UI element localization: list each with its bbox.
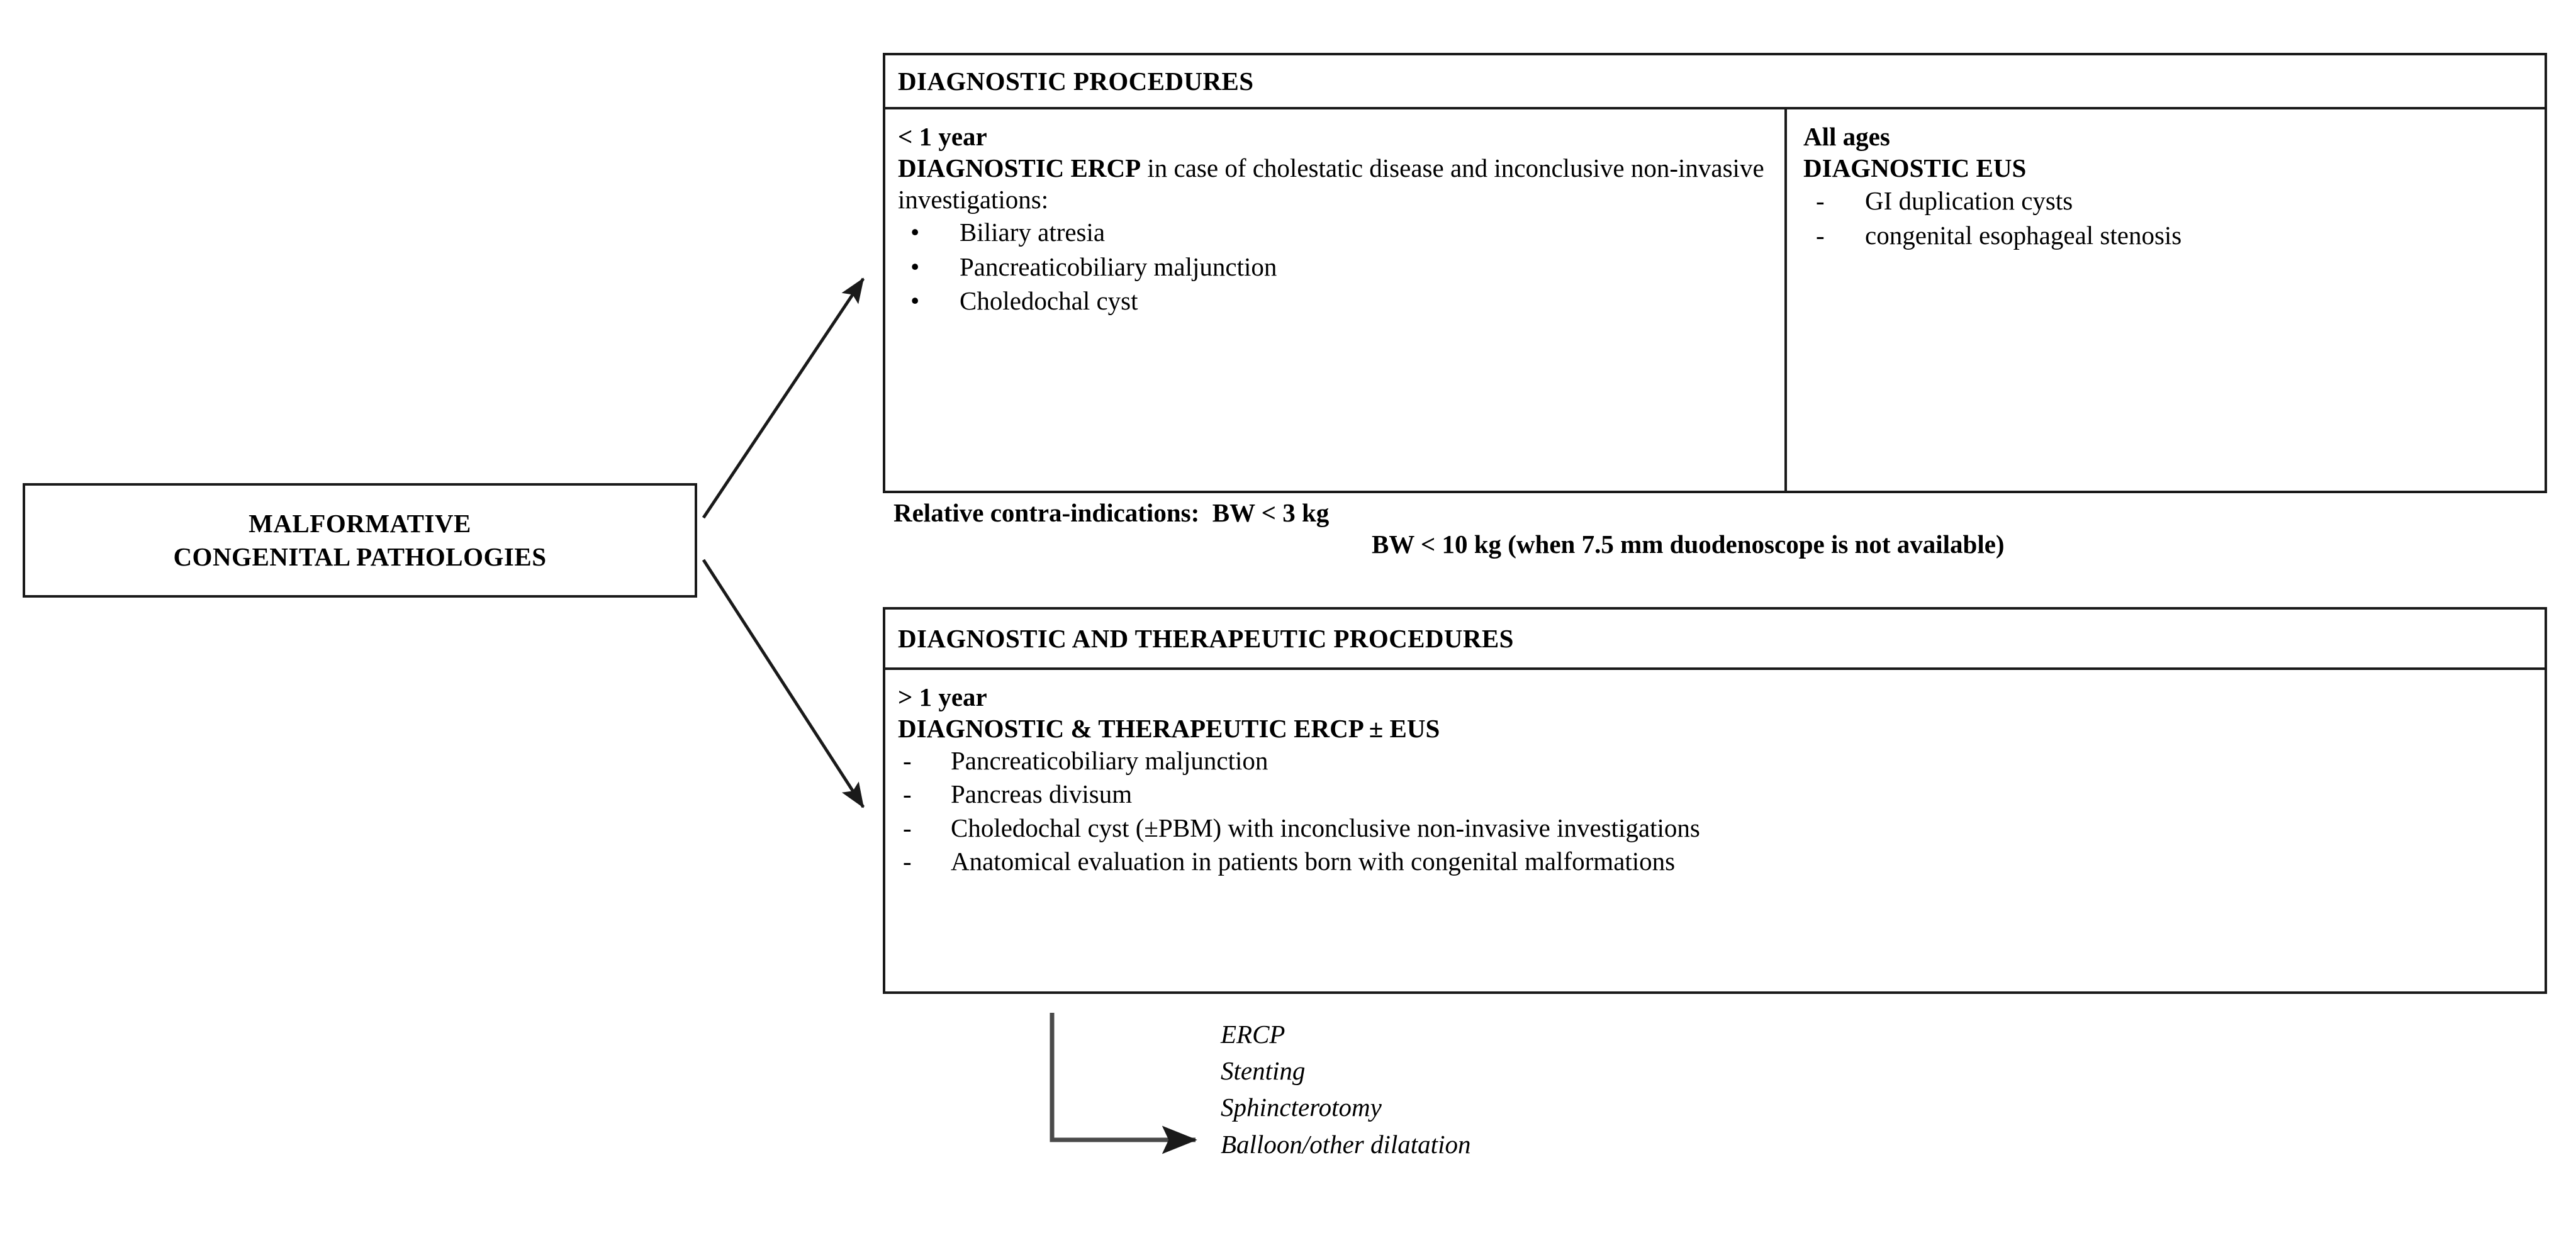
age-group-label-under-1-year: < 1 year [898,122,987,151]
diagnostic-eus-modality-label: DIAGNOSTIC EUS [1803,153,2027,183]
therapeutic-option-item: ERCP [1221,1020,1285,1049]
age-group-label-all-ages: All ages [1803,122,1890,151]
arrow-to-therapeutic-panel [702,559,865,808]
diagnostic-ercp-condition-text: in case of cholestatic disease and incon… [898,153,1764,215]
dash-icon: - [903,813,912,842]
list-item-label: Biliary atresia [960,218,1106,247]
contra-indications-line-2: BW < 10 kg (when 7.5 mm duodenoscope is … [893,528,2561,560]
list-item: - Pancreaticobiliary maljunction [898,744,2532,778]
dash-icon: - [1816,186,1825,216]
list-item: - Anatomical evaluation in patients born … [898,845,2532,878]
arrow-to-diagnostic-panel [702,277,865,519]
diagnostic-eus-indication-list: - GI duplication cysts - congenital esopha… [1803,184,2532,252]
list-item: • Choledochal cyst [898,284,1772,318]
diagnostic-ercp-statement: DIAGNOSTIC ERCP in case of cholestatic d… [898,152,1772,215]
panel-diagnostic-header: DIAGNOSTIC PROCEDURES [885,55,2545,109]
list-item-label: GI duplication cysts [1865,186,2073,216]
bullet-icon: • [910,286,920,316]
relative-contra-indications-block: Relative contra-indications: BW < 3 kg B… [893,497,2561,560]
panel-diagnostic-therapeutic-procedures: DIAGNOSTIC AND THERAPEUTIC PROCEDURES > … [883,607,2547,994]
list-item-label: Pancreaticobiliary maljunction [951,746,1268,776]
list-item: - congenital esophageal stenosis [1803,218,2532,253]
therapeutic-option-item: Stenting [1221,1056,1306,1086]
dash-icon: - [1816,220,1825,250]
panel-therapeutic-title: DIAGNOSTIC AND THERAPEUTIC PROCEDURES [898,624,1514,653]
therapeutic-option-item: Balloon/other dilatation [1221,1129,1471,1159]
panel-diagnostic-title: DIAGNOSTIC PROCEDURES [898,67,1254,96]
contra-indications-line-1: Relative contra-indications: BW < 3 kg [893,497,2561,528]
panel-therapeutic-body: > 1 year DIAGNOSTIC & THERAPEUTIC ERCP ±… [885,670,2545,991]
list-item-label: congenital esophageal stenosis [1865,220,2182,250]
list-item: - Choledochal cyst (±PBM) with inconclusi… [898,811,2532,845]
dash-icon: - [903,846,912,876]
list-item: - Pancreas divisum [898,778,2532,811]
contra-indications-value-2: BW < 10 kg (when 7.5 mm duodenoscope is … [1372,530,2005,559]
list-item-label: Choledochal cyst [960,286,1138,316]
source-node-line-2: CONGENITAL PATHOLOGIES [173,542,547,571]
dash-icon: - [903,779,912,809]
list-item: • Pancreaticobiliary maljunction [898,250,1772,284]
source-node-malformative-congenital-pathologies: MALFORMATIVE CONGENITAL PATHOLOGIES [23,483,697,598]
panel-therapeutic-header: DIAGNOSTIC AND THERAPEUTIC PROCEDURES [885,610,2545,670]
age-group-label-over-1-year: > 1 year [898,683,987,711]
contra-indications-spacer [1199,498,1212,527]
bullet-icon: • [910,218,920,247]
source-node-line-1: MALFORMATIVE [249,508,471,538]
list-item-label: Choledochal cyst (±PBM) with inconclusiv… [951,813,1700,842]
panel-diagnostic-column-all-ages: All ages DIAGNOSTIC EUS - GI duplication … [1787,109,2545,491]
therapeutic-options-list: ERCP Stenting Sphincterotomy Balloon/oth… [1221,1016,1470,1163]
list-item-label: Pancreaticobiliary maljunction [960,252,1277,281]
panel-diagnostic-body: < 1 year DIAGNOSTIC ERCP in case of chol… [885,109,2545,491]
contra-indications-value-1: BW < 3 kg [1212,498,1330,527]
bracket-to-therapeutic-options [1050,1013,1197,1154]
list-item-label: Pancreas divisum [951,779,1133,809]
diagnostic-therapeutic-ercp-eus-modality-label: DIAGNOSTIC & THERAPEUTIC ERCP ± EUS [898,714,1440,744]
diagnostic-ercp-modality-label: DIAGNOSTIC ERCP [898,153,1141,183]
bullet-icon: • [910,252,920,281]
diagnostic-ercp-indication-list: • Biliary atresia • Pancreaticobiliary mal… [898,215,1772,318]
contra-indications-label: Relative contra-indications: [893,498,1200,527]
therapeutic-indication-list: - Pancreaticobiliary maljunction - Pancrea… [898,744,2532,878]
panel-diagnostic-procedures: DIAGNOSTIC PROCEDURES < 1 year DIAGNOSTI… [883,53,2547,493]
list-item: - GI duplication cysts [1803,184,2532,218]
list-item: • Biliary atresia [898,215,1772,250]
dash-icon: - [903,746,912,776]
therapeutic-option-item: Sphincterotomy [1221,1093,1382,1122]
list-item-label: Anatomical evaluation in patients born w… [951,846,1676,876]
panel-diagnostic-column-under-1-year: < 1 year DIAGNOSTIC ERCP in case of chol… [885,109,1787,491]
